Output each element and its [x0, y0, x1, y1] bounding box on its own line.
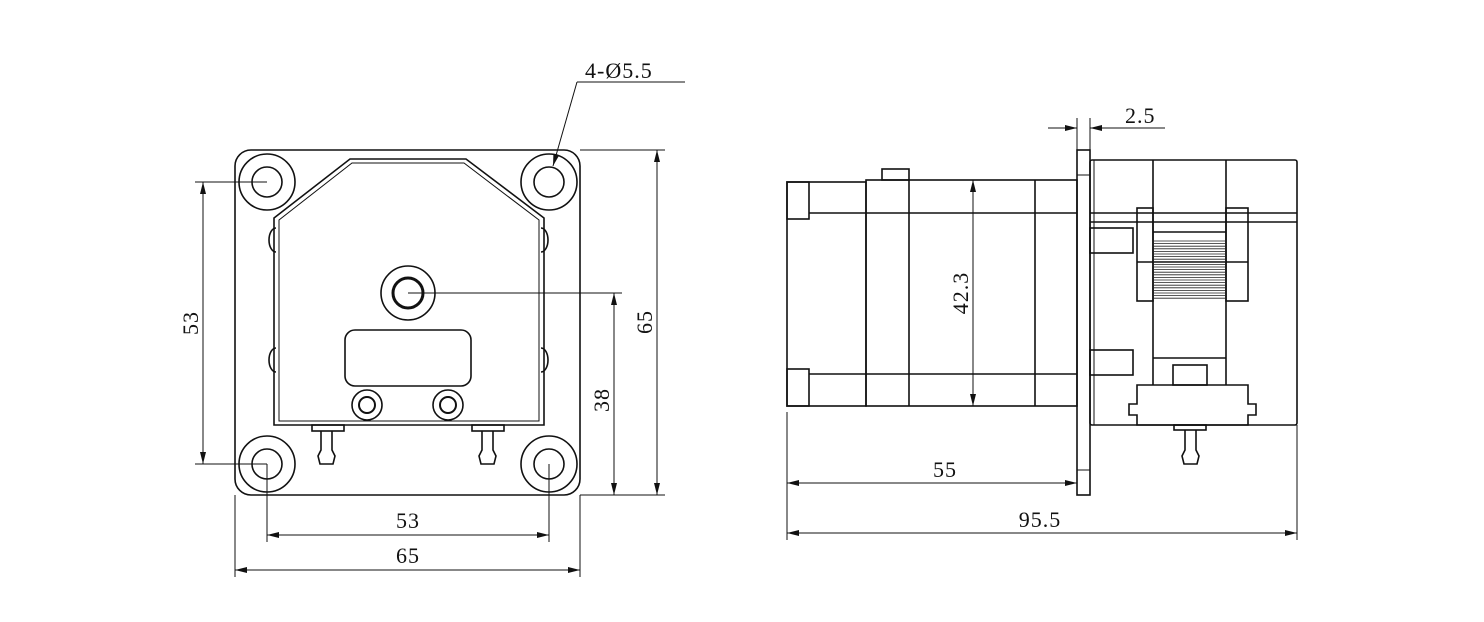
dim-label-2-5: 2.5 [1125, 103, 1156, 128]
hole-boss [520, 153, 578, 211]
side-dimensions [786, 118, 1298, 540]
dim-label-53-vertical: 53 [178, 311, 203, 335]
mounting-flange [1076, 149, 1091, 496]
dim-label-65-horizontal: 65 [396, 543, 420, 568]
mounting-hole [533, 166, 565, 198]
dim-label-38: 38 [589, 388, 614, 412]
clamp-tab [1089, 349, 1134, 376]
screw-boss [432, 389, 464, 421]
connector-bump [881, 168, 910, 181]
dim-label-55: 55 [933, 457, 957, 482]
hole-callout-label: 4-Ø5.5 [585, 58, 653, 83]
side-view: 42.3 2.5 55 95.5 [786, 103, 1298, 540]
tube-barb-right [471, 424, 505, 465]
dim-label-42-3: 42.3 [948, 272, 973, 315]
pump-head-inner [278, 162, 540, 422]
tube-barb-side [1181, 430, 1200, 465]
tube-connector [1128, 384, 1257, 426]
rotor-side [1136, 207, 1154, 302]
screw [439, 396, 457, 414]
front-view: 4-Ø5.5 53 65 38 53 65 [178, 58, 685, 577]
screw [358, 396, 376, 414]
dim-label-65-vertical: 65 [632, 310, 657, 334]
tube-barb-left [311, 424, 345, 465]
rotor-rollers [1153, 240, 1226, 299]
mounting-plate [234, 149, 581, 496]
side-bumps [268, 227, 549, 373]
rotor-side [1225, 207, 1249, 302]
clamp-tab [1089, 227, 1134, 254]
screw-boss [351, 389, 383, 421]
dim-label-95-5: 95.5 [1019, 507, 1062, 532]
dim-label-53-horizontal: 53 [396, 508, 420, 533]
front-dimensions [195, 81, 685, 577]
pump-head-side [1089, 159, 1298, 465]
motor-rear-cap [786, 181, 867, 407]
label-window [344, 329, 472, 387]
pump-head-outline [273, 158, 545, 426]
mounting-holes [238, 153, 578, 493]
